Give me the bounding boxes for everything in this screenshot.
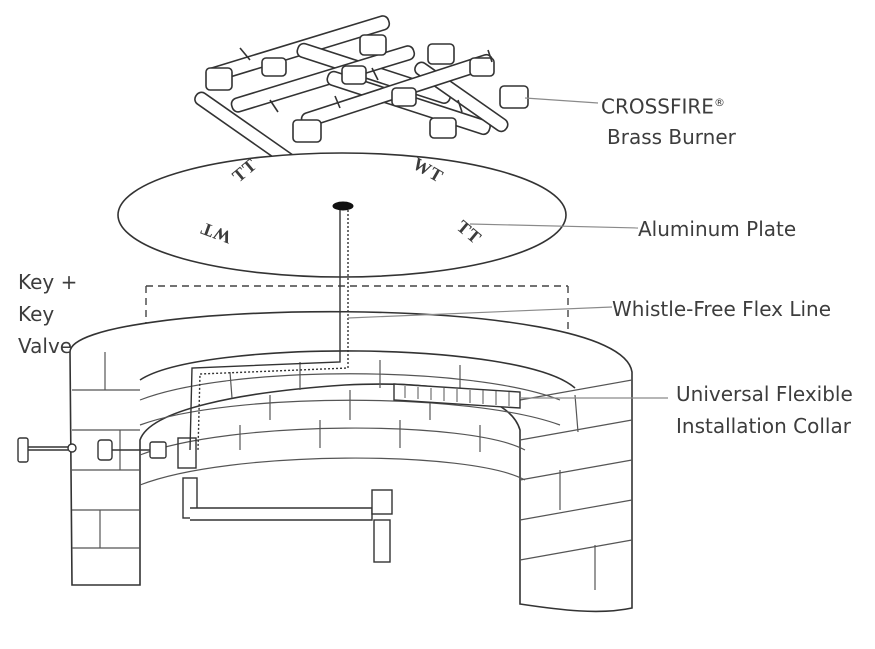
collar-label-second-line: Installation Collar	[676, 413, 851, 439]
aluminum-plate-illustration	[117, 152, 567, 278]
flex-line-label: Whistle-Free Flex Line	[612, 296, 831, 322]
burner-label-line1: CROSSFIRE	[601, 94, 714, 119]
key-label-text-1: Key +	[18, 270, 78, 294]
flex-line-illustration	[177, 210, 393, 563]
registered-mark: ®	[713, 96, 725, 109]
burner-label-line2: Brass Burner	[607, 125, 736, 149]
callout-leaders	[347, 97, 668, 399]
burner-label-second-line: Brass Burner	[607, 124, 736, 150]
plate-label-text: Aluminum Plate	[638, 217, 797, 241]
plate-label: Aluminum Plate	[638, 216, 796, 242]
installation-collar-illustration	[393, 383, 521, 409]
key-valve-illustration	[17, 437, 167, 463]
key-label-text-2: Key	[18, 302, 55, 326]
burner-label: CROSSFIRE®	[601, 90, 725, 120]
collar-label: Universal Flexible	[676, 381, 853, 407]
collar-label-line1: Universal Flexible	[676, 382, 853, 406]
key-label-line2: Key	[18, 301, 54, 327]
key-label-text-3: Valve	[18, 334, 73, 358]
fire-pit-wall	[69, 310, 633, 613]
collar-label-line2: Installation Collar	[676, 414, 851, 438]
burner-illustration	[194, 15, 529, 168]
key-label-line1: Key +	[18, 269, 77, 295]
key-label-line3: Valve	[18, 333, 72, 359]
flex-line-label-text: Whistle-Free Flex Line	[612, 297, 832, 321]
